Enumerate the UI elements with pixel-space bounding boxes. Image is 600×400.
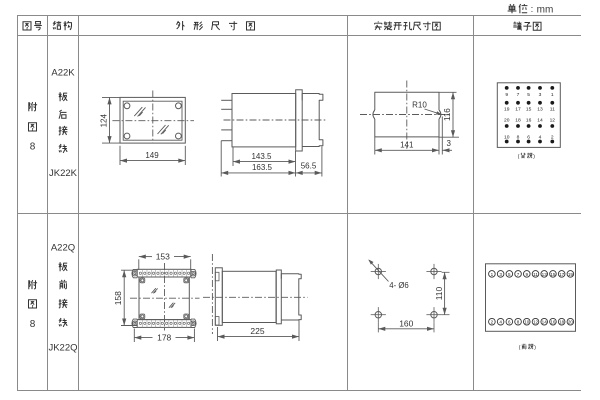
svg-text:JK22Q: JK22Q (48, 343, 77, 354)
svg-text::: : (531, 4, 534, 15)
svg-text:17: 17 (515, 107, 521, 113)
svg-text:16: 16 (550, 320, 556, 325)
svg-text:56.5: 56.5 (301, 161, 317, 170)
svg-text:16: 16 (526, 117, 532, 123)
svg-text:3: 3 (499, 272, 502, 277)
svg-text:9: 9 (525, 272, 528, 277)
svg-text:163.5: 163.5 (252, 163, 273, 172)
svg-text:(: ( (518, 154, 520, 160)
svg-text:178: 178 (157, 332, 171, 342)
svg-text:4: 4 (539, 134, 542, 140)
svg-text:18: 18 (515, 117, 521, 123)
svg-text:JK22K: JK22K (49, 168, 78, 179)
svg-text:110: 110 (434, 286, 444, 300)
svg-text:3: 3 (539, 92, 542, 98)
svg-text:2: 2 (491, 320, 494, 325)
svg-text:124: 124 (100, 113, 109, 127)
svg-text:17: 17 (559, 272, 565, 277)
svg-text:5: 5 (508, 272, 511, 277)
svg-text:141: 141 (400, 141, 414, 150)
svg-text:15: 15 (550, 272, 556, 277)
svg-text:19: 19 (504, 107, 510, 113)
svg-text:10: 10 (524, 320, 530, 325)
svg-text:2: 2 (551, 134, 554, 140)
svg-text:160: 160 (399, 319, 413, 329)
svg-text:A22Q: A22Q (51, 243, 75, 254)
svg-text:225: 225 (250, 326, 264, 336)
svg-text:14: 14 (542, 320, 548, 325)
svg-text:4- Ø6: 4- Ø6 (389, 281, 409, 290)
svg-text:13: 13 (542, 272, 548, 277)
svg-text:A22K: A22K (51, 68, 75, 79)
svg-text:1: 1 (551, 92, 554, 98)
svg-text:15: 15 (526, 107, 532, 113)
svg-text:13: 13 (537, 107, 543, 113)
svg-text:3: 3 (446, 139, 451, 148)
svg-text:153: 153 (156, 252, 170, 262)
svg-text:): ) (534, 345, 536, 351)
svg-text:12: 12 (550, 117, 556, 123)
svg-text:): ) (533, 154, 535, 160)
svg-text:12: 12 (533, 320, 539, 325)
svg-text:8: 8 (30, 142, 36, 153)
svg-text:6: 6 (527, 134, 530, 140)
svg-text:mm: mm (537, 4, 554, 15)
svg-text:1: 1 (491, 272, 494, 277)
svg-text:4: 4 (499, 320, 502, 325)
svg-text:5: 5 (527, 92, 530, 98)
svg-text:(: ( (519, 345, 521, 351)
svg-text:158: 158 (113, 291, 123, 305)
svg-text:9: 9 (505, 92, 508, 98)
svg-text:7: 7 (517, 272, 520, 277)
svg-text:11: 11 (533, 272, 538, 277)
svg-text:19: 19 (568, 272, 574, 277)
svg-text:20: 20 (568, 320, 574, 325)
svg-text:20: 20 (504, 117, 510, 123)
svg-text:6: 6 (508, 320, 511, 325)
svg-text:14: 14 (537, 117, 543, 123)
svg-text:149: 149 (145, 151, 159, 160)
svg-text:18: 18 (559, 320, 565, 325)
svg-text:R10: R10 (412, 100, 427, 109)
svg-text:8: 8 (30, 319, 36, 330)
svg-text:11: 11 (550, 107, 555, 113)
svg-text:116: 116 (443, 108, 452, 121)
svg-text:7: 7 (517, 92, 520, 98)
svg-text:8: 8 (517, 134, 520, 140)
svg-text:143.5: 143.5 (251, 152, 272, 161)
svg-text:8: 8 (517, 320, 520, 325)
svg-text:10: 10 (504, 134, 510, 140)
